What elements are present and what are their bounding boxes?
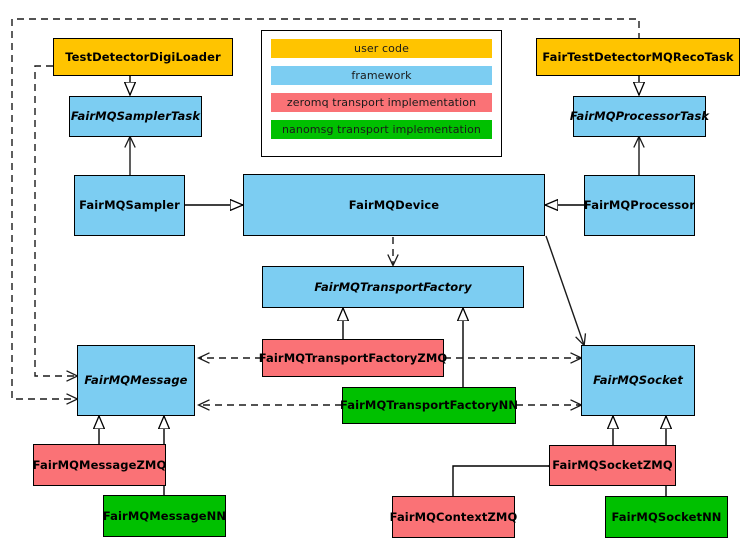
node-label: FairTestDetectorMQRecoTask <box>542 49 734 64</box>
node-label: FairMQSamplerTask <box>70 109 201 124</box>
node-label: FairMQTransportFactoryZMQ <box>258 350 448 365</box>
node-fairmqsocketzmq[interactable]: FairMQSocketZMQ <box>549 445 676 486</box>
node-fairmqprocessor[interactable]: FairMQProcessor <box>584 175 695 236</box>
node-label: FairMQMessageNN <box>102 508 227 523</box>
node-fairmqmessagezmq[interactable]: FairMQMessageZMQ <box>33 444 166 486</box>
node-label: FairMQSampler <box>79 198 180 213</box>
node-label: FairMQTransportFactoryNN <box>339 398 519 413</box>
node-label: FairMQMessageZMQ <box>32 457 167 472</box>
legend-label: user code <box>354 42 409 55</box>
node-fairmqsocketnn[interactable]: FairMQSocketNN <box>605 496 728 538</box>
node-label: TestDetectorDigiLoader <box>65 49 221 64</box>
node-label: FairMQSocketZMQ <box>552 458 673 473</box>
legend-item-user-code: user code <box>271 39 492 58</box>
legend-label: nanomsg transport implementation <box>281 123 482 136</box>
node-label: FairMQSocketNN <box>611 509 722 524</box>
node-fairmqmessagenn[interactable]: FairMQMessageNN <box>103 495 226 537</box>
node-fairmqtransportfactory[interactable]: FairMQTransportFactory <box>262 266 524 308</box>
edge-device-to-socket <box>545 235 584 345</box>
legend-panel: user code framework zeromq transport imp… <box>261 30 502 157</box>
node-fairmqprocessortask[interactable]: FairMQProcessorTask <box>569 96 710 137</box>
legend-label: framework <box>351 69 412 82</box>
node-fairtestdetectormqrecotask[interactable]: FairTestDetectorMQRecoTask <box>536 38 740 76</box>
node-label: FairMQProcessor <box>583 198 696 213</box>
node-label: FairMQProcessorTask <box>569 109 710 124</box>
node-fairmqsamplertask[interactable]: FairMQSamplerTask <box>69 96 202 137</box>
node-label: FairMQContextZMQ <box>389 509 518 524</box>
edge-contextzmq-to-socketzmq <box>452 460 565 496</box>
node-label: FairMQTransportFactory <box>314 279 472 294</box>
node-fairmqtransportfactoryzmq[interactable]: FairMQTransportFactoryZMQ <box>259 339 447 377</box>
node-fairmqcontextzmq[interactable]: FairMQContextZMQ <box>389 496 518 538</box>
node-label: FairMQSocket <box>593 373 683 388</box>
node-fairmqsampler[interactable]: FairMQSampler <box>74 175 185 236</box>
node-label: FairMQMessage <box>84 373 188 388</box>
node-label: FairMQDevice <box>348 197 440 212</box>
node-fairmqsocket[interactable]: FairMQSocket <box>581 345 695 416</box>
node-testdetectordigiloader[interactable]: TestDetectorDigiLoader <box>53 38 233 76</box>
legend-label: zeromq transport implementation <box>286 96 477 109</box>
legend-item-zeromq: zeromq transport implementation <box>271 93 492 112</box>
node-fairmqtransportfactorynn[interactable]: FairMQTransportFactoryNN <box>339 387 519 424</box>
legend-item-nanomsg: nanomsg transport implementation <box>271 120 492 139</box>
node-fairmqdevice[interactable]: FairMQDevice <box>243 174 545 236</box>
legend-item-framework: framework <box>271 66 492 85</box>
node-fairmqmessage[interactable]: FairMQMessage <box>77 345 195 416</box>
